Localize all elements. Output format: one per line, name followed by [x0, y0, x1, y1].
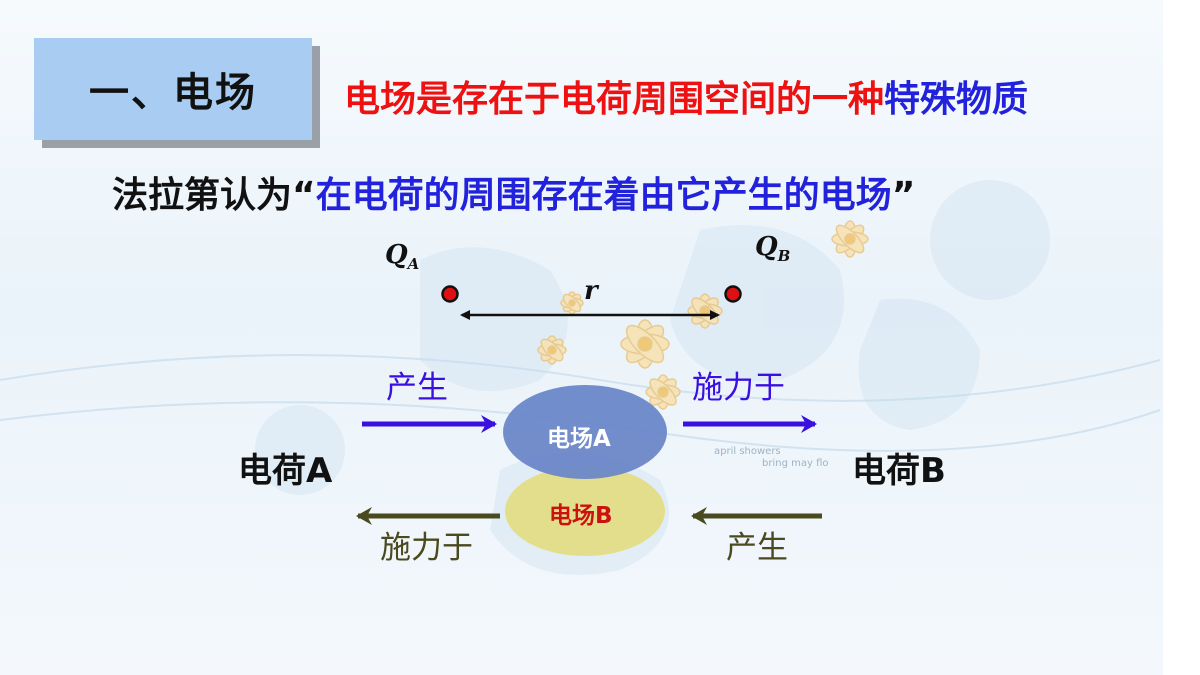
charge-a-subscript: A [407, 255, 420, 274]
field-b-ellipse [505, 466, 665, 556]
charge-b-label: 电荷B [852, 451, 946, 491]
field-a-label: 电场A [547, 426, 611, 452]
slide-title: 一、电场 [89, 70, 257, 116]
charge-b-symbol: QB [755, 232, 790, 265]
watermark-line2: bring may flo [762, 458, 828, 469]
label-top-left: 产生 [386, 370, 448, 406]
title-box: 一、电场 [34, 38, 312, 140]
faraday-statement: 法拉第认为“在电荷的周围存在着由它产生的电场” [112, 166, 915, 218]
statement-suffix: ” [891, 175, 916, 216]
label-top-right: 施力于 [692, 370, 785, 406]
field-a-ellipse [503, 385, 667, 479]
field-b-label: 电场B [549, 503, 613, 529]
statement-quote: 在电荷的周围存在着由它产生的电场 [315, 175, 892, 216]
definition-sentence: 电场是存在于电荷周围空间的一种特殊物质 [344, 70, 1028, 122]
charge-a-dot [441, 285, 459, 303]
watermark-line1: april showers [714, 446, 781, 457]
charge-a-letter: Q [385, 240, 408, 270]
charge-b-letter: Q [755, 232, 778, 262]
label-bottom-left: 施力于 [380, 530, 473, 566]
charge-b-dot [724, 285, 742, 303]
label-bottom-right: 产生 [726, 530, 788, 566]
distance-label: r [584, 276, 598, 306]
charge-a-symbol: QA [385, 240, 419, 273]
definition-part2: 特殊物质 [884, 79, 1029, 120]
definition-part1: 电场是存在于电荷周围空间的一种 [344, 79, 885, 120]
charge-a-label: 电荷A [238, 451, 333, 491]
charge-b-subscript: B [777, 247, 791, 266]
statement-prefix: 法拉第认为“ [112, 175, 316, 216]
